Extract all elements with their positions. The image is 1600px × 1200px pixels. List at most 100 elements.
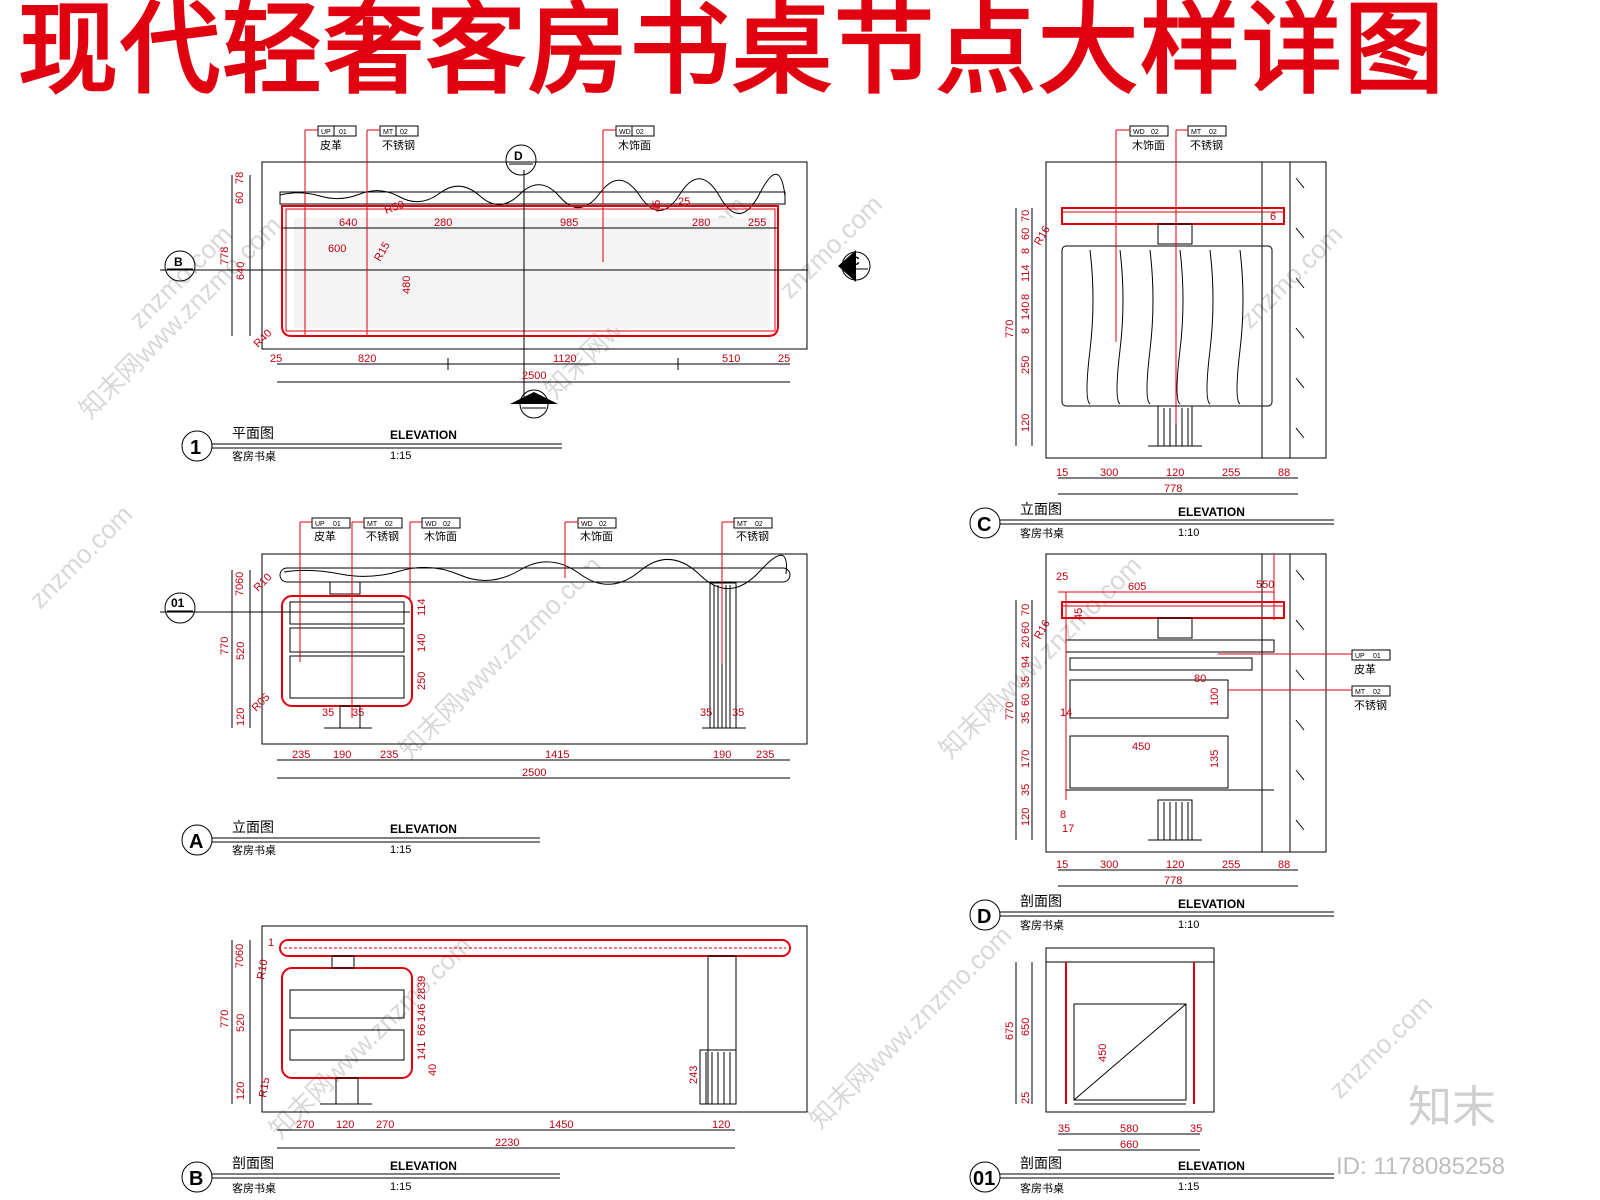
dim-label: 25 [270,353,282,365]
dim-label: 120 [1166,859,1184,871]
material-tag-leather: UP 01 皮革 [299,517,351,662]
tag-code: WD [581,521,593,528]
dim-label: 60 [1020,622,1032,634]
dim-label: 14 [1060,707,1072,719]
dim-label: 640 [339,217,357,229]
dim-label: 35 [352,707,364,719]
view-scale: 1:10 [1178,919,1199,931]
dim-label: 270 [296,1119,314,1131]
section-marker-01[interactable]: 01 [164,592,196,624]
dim-label: 25 [678,196,690,208]
dim-label: 35 [732,707,744,719]
view-name: 剖面图 [232,1156,274,1172]
tag-name: 不锈钢 [382,139,415,152]
dim-label: 255 [1222,467,1240,479]
material-tag-steel: MT 02 不锈钢 [721,517,773,664]
dim-label: 770 [1004,320,1016,338]
section-marker-a[interactable]: A [510,389,558,419]
view-name: 剖面图 [1020,1156,1062,1172]
dim-label: 2500 [522,767,546,779]
dim-label: 8 [1020,294,1032,300]
dim-label: 140 [416,634,428,652]
material-tag-leather: UP 01 皮革 [1218,649,1391,676]
dim-label: 80 [1194,673,1206,685]
view-scale: 1:15 [1178,1181,1199,1193]
dim-label: 120 [1166,467,1184,479]
dim-label: 94 [1020,656,1032,668]
watermark: 知末网www.znzmo.com [73,210,287,424]
view-subtitle: 客房书桌 [232,1181,276,1195]
dim-label: 25 [1020,1092,1032,1104]
section-marker-b[interactable]: B [164,250,196,282]
section-marker-c[interactable]: C [838,250,871,282]
section-b-view: 270 120 270 1450 120 2230 60 70 770 520 … [181,925,808,1195]
material-tag-wood: WD 02 木饰面 [564,517,617,578]
dim-label: 605 [1128,581,1146,593]
dim-label: 243 [688,1066,700,1084]
dim-label: 120 [336,1119,354,1131]
dim-label: 280 [434,217,452,229]
section-d-view: 25 605 550 15 300 120 255 88 778 70 60 2… [969,553,1391,932]
tag-num: 02 [385,521,393,528]
view-badge: 1 [190,437,201,459]
dim-label: 300 [1100,467,1118,479]
dim-label: 255 [1222,859,1240,871]
tag-code: UP [1355,653,1365,660]
dim-label: 40 [427,1064,439,1076]
plan-view: 25 820 1120 510 25 2500 640 280 985 280 … [160,125,871,463]
dim-label: 78 [234,172,246,184]
dim-label: 100 [1209,688,1221,706]
tag-code: MT [367,521,378,528]
dim-label: 190 [333,749,351,761]
dim-label: 1450 [549,1119,573,1131]
dim-label: 820 [358,353,376,365]
tag-num: 02 [755,521,763,528]
dim-label: 550 [1256,579,1274,591]
view-caption: C 立面图 客房书桌 ELEVATION 1:10 [969,502,1334,540]
dim-label: 140 [1020,302,1032,320]
dim-label: 250 [1020,356,1032,374]
tag-name: 木饰面 [424,529,457,543]
dim-label: R10 [252,571,275,594]
dim-label: 35 [1020,712,1032,724]
view-type: ELEVATION [1178,1159,1245,1173]
tag-num: 02 [636,129,644,136]
view-badge: B [189,1168,203,1190]
dim-label: 985 [560,217,578,229]
dim-label: 28 [416,988,428,1000]
dim-label: 66 [416,1024,428,1036]
tag-num: 02 [1373,689,1381,696]
dim-label: R10 [255,959,270,981]
view-badge: D [977,906,991,928]
dim-label: 146 [416,1004,428,1022]
marker-label: C [851,254,860,268]
dim-label: 270 [376,1119,394,1131]
section-marker-d[interactable]: D [505,144,537,176]
tag-code: UP [321,129,331,136]
dim-label: 650 [1020,1018,1032,1036]
dim-label: 1 [268,937,274,949]
dim-label: 60 [234,944,246,956]
marker-label: D [514,149,523,163]
view-type: ELEVATION [1178,897,1245,911]
tag-code: MT [737,521,748,528]
dim-label: 17 [1062,823,1074,835]
view-subtitle: 客房书桌 [1020,1181,1064,1195]
tag-num: 01 [339,129,347,136]
dim-label: 60 [234,192,246,204]
tag-code: WD [1133,129,1145,136]
dim-label: 520 [235,642,247,660]
view-caption: 01 剖面图 客房书桌 ELEVATION 1:15 [969,1156,1334,1195]
tag-code: MT [1191,129,1202,136]
dim-label: 660 [1120,1139,1138,1151]
dim-label: 35 [1190,1123,1202,1135]
image-id: ID: 1178085258 [1336,1153,1505,1180]
watermark: znzmo.com [773,189,888,304]
dim-label: 25 [1056,571,1068,583]
dim-label: 35 [1058,1123,1070,1135]
dim-label: 120 [235,1082,247,1100]
dim-label: R05 [250,691,273,714]
dim-label: 135 [1209,750,1221,768]
dim-label: 20 [1020,636,1032,648]
view-name: 剖面图 [1020,894,1062,910]
